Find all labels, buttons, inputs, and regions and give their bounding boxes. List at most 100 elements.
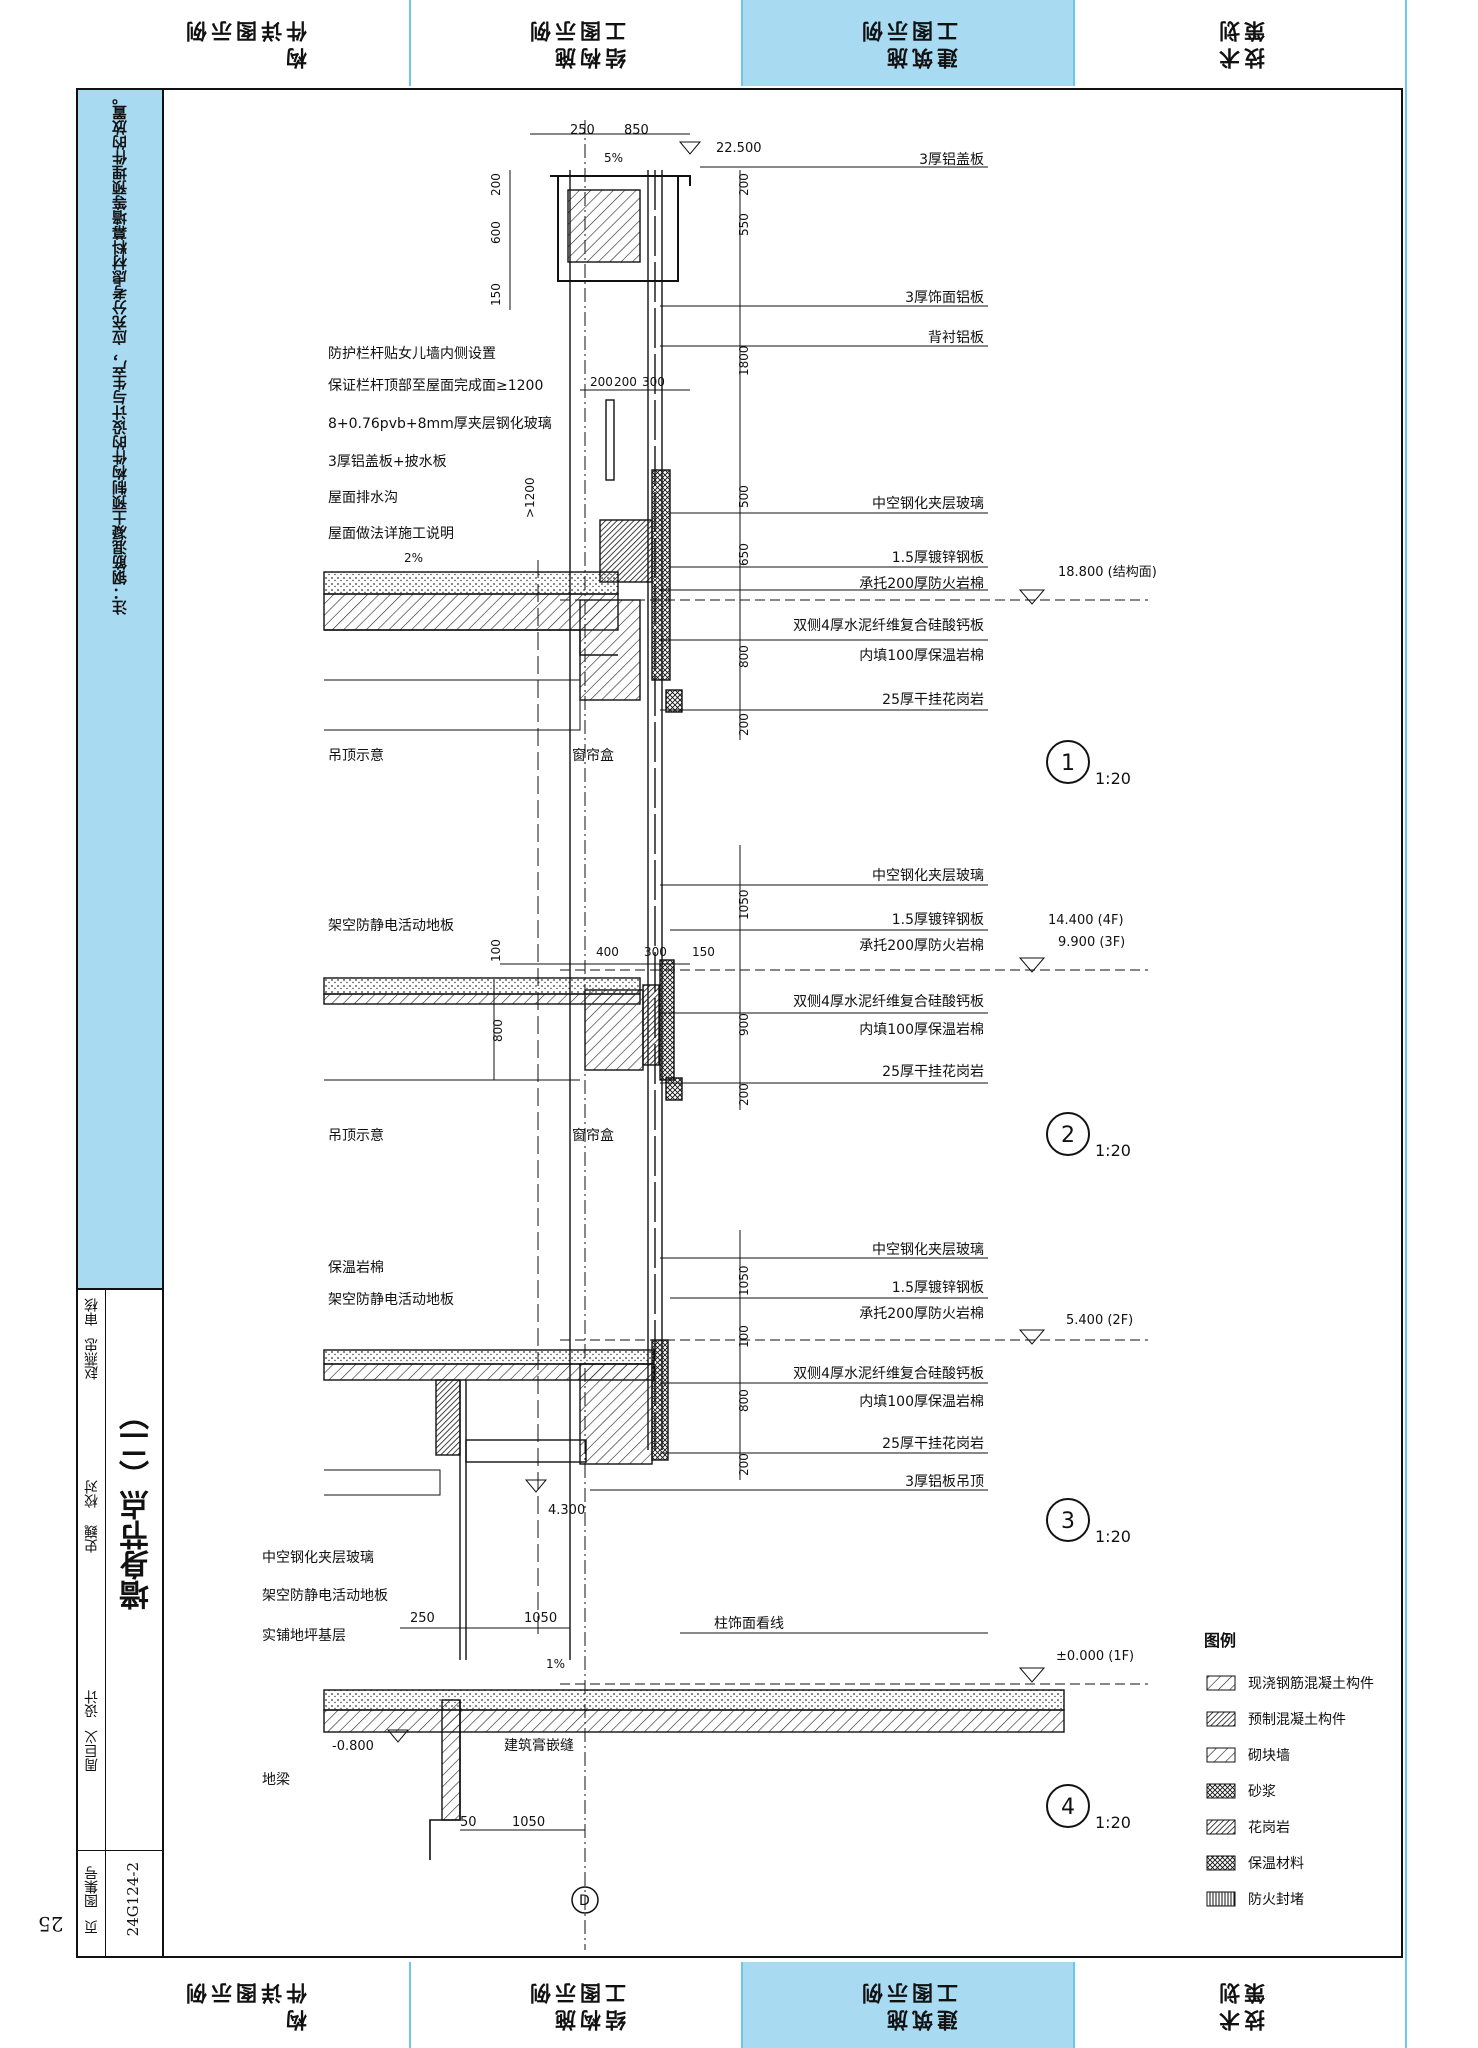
title-block: 审核 赵燕忠 校对 史巍 设计 周巨义 图集号 页 墙身节点（二） 24G124… <box>78 1288 162 1958</box>
dim-r2-1050: 1050 <box>737 889 751 920</box>
legend-label-fire: 防火封堵 <box>1248 1892 1304 1908</box>
fire-stop-3 <box>651 1339 669 1461</box>
dim-r3-200: 200 <box>737 1453 751 1476</box>
ceiling-step-3 <box>324 1469 441 1496</box>
label-column-line: 柱饰面看线 <box>714 1616 784 1632</box>
alu-cap-flashing <box>550 175 691 186</box>
tab-structure[interactable]: 结构施工图示例 <box>409 0 741 86</box>
label-laminated: 8+0.76pvb+8mm厚夹层钢化玻璃 <box>328 415 552 432</box>
alu-ceiling-3 <box>465 1439 587 1463</box>
label-cap-flash: 3厚铝盖板+披水板 <box>328 454 447 470</box>
dim-r1-650: 650 <box>737 543 751 566</box>
label-insul-wool: 保温岩棉 <box>328 1259 384 1276</box>
detail-circle-1 <box>1046 740 1090 784</box>
bottom-dim-50: 50 <box>460 1815 477 1830</box>
label-roof-note: 屋面做法详施工说明 <box>328 526 454 542</box>
elev-e2b: 9.900 (3F) <box>1058 935 1125 950</box>
elev-e1: 18.800 (结构面) <box>1058 565 1157 580</box>
ceiling-step-1 <box>324 700 581 731</box>
label-ceiling-2: 吊顶示意 <box>328 1127 384 1144</box>
rail-post <box>605 399 615 481</box>
label-gutter: 屋面排水沟 <box>328 490 398 506</box>
legend-swatch-fire <box>1206 1891 1236 1907</box>
detail-circle-4 <box>1046 1784 1090 1828</box>
edge-beam-1 <box>579 599 641 701</box>
label-alu-ceiling: 3厚铝板吊顶 <box>905 1474 984 1490</box>
dim-r1-200b: 200 <box>737 713 751 736</box>
legend-swatch-granite <box>1206 1819 1236 1835</box>
legend-swatch-insul <box>1206 1855 1236 1871</box>
tab-architecture-bottom[interactable]: 建筑施工图示例 <box>741 1962 1073 2048</box>
detail-num-3: 3 <box>1061 1509 1075 1534</box>
detail-circle-2 <box>1046 1112 1090 1156</box>
tab-structure-bottom[interactable]: 结构施工图示例 <box>409 1962 741 2048</box>
dim-r2-900: 900 <box>737 1013 751 1036</box>
detail-scale-1: 1:20 <box>1095 769 1131 788</box>
elev-marker-430 <box>524 1479 548 1493</box>
label-granite-3: 25厚干挂花岗岩 <box>882 1436 984 1452</box>
dim-mid1-200b: 200 <box>614 375 637 389</box>
detail-num-1: 1 <box>1061 751 1075 776</box>
tab-planning-bottom[interactable]: 技术策划 <box>1073 1962 1405 2048</box>
legend-label-granite: 花岗岩 <box>1248 1820 1290 1836</box>
raised-floor-3 <box>323 1349 655 1365</box>
label-rockwool-1: 承托200厚防火岩棉 <box>859 575 984 592</box>
label-insul-1: 内填100厚保温岩棉 <box>859 647 984 664</box>
parapet-rock-wool-1 <box>599 519 653 583</box>
slope-ground: 1% <box>546 1657 565 1671</box>
legend-label-insul: 保温材料 <box>1248 1856 1304 1872</box>
legend: 图例 现浇钢筋混凝土构件 预制混凝土构件 砌块墙 砂浆 花岗岩 保温材料 防火封… <box>1204 1631 1374 1908</box>
design-note: 注：钢筋混凝土预制构件的设计与生产，应充分考虑材料幕墙等预埋件的放置。 <box>78 90 162 1288</box>
label-face-alu: 3厚饰面铝板 <box>905 290 984 306</box>
tab-planning[interactable]: 技术策划 <box>1073 0 1405 86</box>
tab-component-detail-bottom[interactable]: 构件详图示例 <box>79 1962 409 2048</box>
label-steel-2: 1.5厚镀锌钢板 <box>892 911 984 928</box>
label-granite-1: 25厚干挂花岗岩 <box>882 692 984 708</box>
rock-wool-2 <box>642 984 660 1066</box>
roof-slab-soffit <box>324 629 618 656</box>
label-steel-3: 1.5厚镀锌钢板 <box>892 1279 984 1296</box>
legend-title: 图例 <box>1204 1631 1236 1650</box>
foundation-wall <box>441 1699 461 1821</box>
fire-stop-2 <box>659 959 675 1081</box>
label-hollow-glass-3: 中空钢化夹层玻璃 <box>872 1241 984 1258</box>
detail-num-4: 4 <box>1061 1795 1075 1820</box>
label-raised-floor-3: 架空防静电活动地板 <box>328 1292 454 1308</box>
dim-mid2-300: 300 <box>644 945 667 959</box>
label-rockwool-3: 承托200厚防火岩棉 <box>859 1305 984 1322</box>
axis-d-label: D <box>579 1893 590 1909</box>
side-strip: 注：钢筋混凝土预制构件的设计与生产，应充分考虑材料幕墙等预埋件的放置。 审核 赵… <box>78 90 164 1958</box>
elev-marker-e4 <box>1018 1667 1046 1683</box>
elev-marker-e1 <box>1018 589 1046 605</box>
label-ceiling-1: 吊顶示意 <box>328 747 384 764</box>
solid-base-floor <box>323 1689 1065 1711</box>
dim-r1-550: 550 <box>737 213 751 236</box>
label-hollow-glass-1: 中空钢化夹层玻璃 <box>872 495 984 512</box>
fire-stop-1 <box>651 469 671 681</box>
label-cement-2: 双侧4厚水泥纤维复合硅酸钙板 <box>793 993 984 1010</box>
bottom-tab-bar: 构件详图示例 结构施工图示例 建筑施工图示例 技术策划 <box>79 1962 1405 2048</box>
label-curtain-box-1: 窗帘盒 <box>572 747 614 764</box>
dim-1200: >1200 <box>523 477 537 518</box>
tab-component-detail[interactable]: 构件详图示例 <box>79 0 409 86</box>
slope-roof: 2% <box>404 551 423 565</box>
tab-architecture[interactable]: 建筑施工图示例 <box>741 0 1073 86</box>
dim-100-slab: 100 <box>489 939 503 962</box>
label-steel-1: 1.5厚镀锌钢板 <box>892 549 984 566</box>
label-raised-floor-2: 架空防静电活动地板 <box>328 918 454 934</box>
label-foundation-beam: 地梁 <box>262 1772 290 1788</box>
dim-left-200: 200 <box>489 173 503 196</box>
parapet-core <box>567 189 641 263</box>
detail-scale-2: 1:20 <box>1095 1141 1131 1160</box>
dim-left-600: 600 <box>489 221 503 244</box>
dim-r3-1050: 1050 <box>737 1265 751 1296</box>
bottom-dim-250: 250 <box>410 1611 435 1626</box>
detail-circle-3 <box>1046 1498 1090 1542</box>
elev-neg: -0.800 <box>332 1739 374 1754</box>
right-margin-rule <box>1405 0 1407 2048</box>
dim-mid2-150: 150 <box>692 945 715 959</box>
dim-250: 250 <box>570 123 595 138</box>
label-glass-4: 中空钢化夹层玻璃 <box>262 1549 374 1566</box>
elev-e4: ±0.000 (1F) <box>1056 1649 1134 1664</box>
